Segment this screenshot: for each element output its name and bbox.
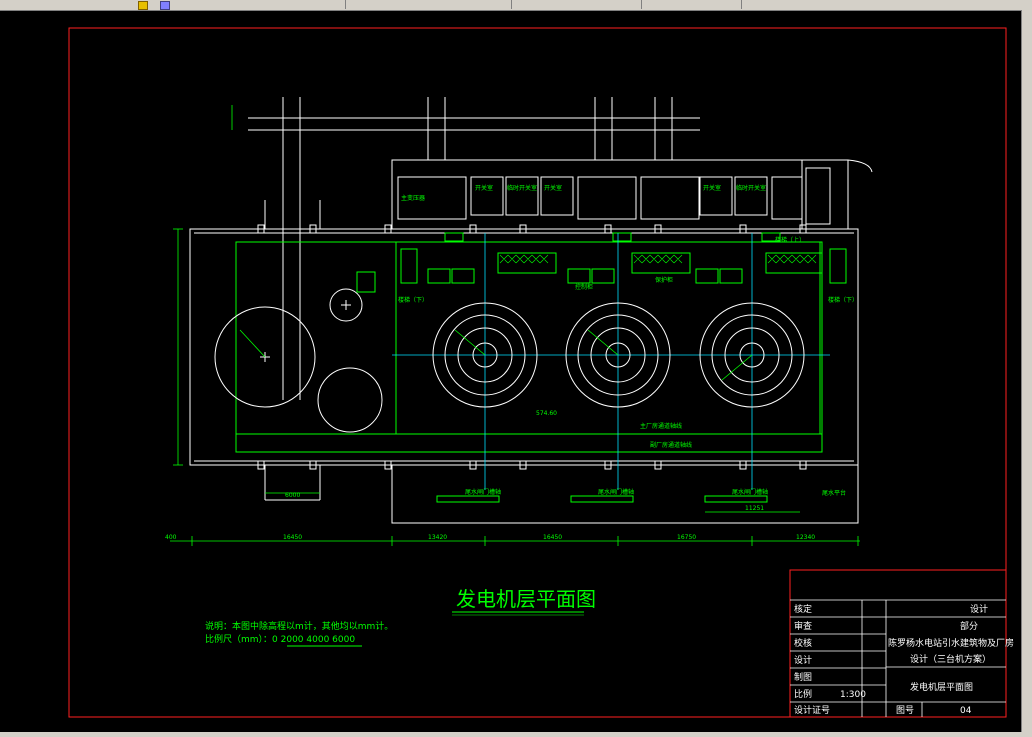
document-tabs-bar [0, 0, 1032, 11]
drawing-title: 发电机层平面图 [456, 587, 596, 611]
project-name: 陈罗杨水电站引水建筑物及厂房 [888, 637, 1014, 649]
drawing-number-label: 图号 [896, 705, 914, 716]
title-block: 核定 审查 校核 设计 制图 比例 1:300 设计证号 设计 部分 陈罗杨水电… [789, 569, 1014, 718]
label-tail-platform: 尾水平台 [822, 489, 846, 497]
hatch-pattern [499, 254, 817, 264]
generator-unit-3[interactable] [699, 302, 805, 408]
label-lighting-switch: 临时开关室 [507, 184, 537, 192]
assembly-circle-crane [329, 288, 363, 322]
label-aisle-axis: 主厂房通道轴线 [640, 422, 682, 430]
dimension-lines [170, 105, 860, 546]
label-switch-room: 开关室 [703, 184, 721, 192]
label-stair-down: 楼梯（下） [828, 296, 858, 304]
label-elevation: 574.60 [536, 410, 557, 417]
document-tab[interactable] [642, 0, 742, 9]
title-block-label: 校核 [794, 637, 812, 649]
dim-text: 16450 [543, 534, 562, 541]
status-strip [0, 732, 1032, 737]
label-aisle-axis: 副厂房通道轴线 [650, 441, 692, 449]
title-block-design: 设计 [970, 603, 988, 615]
title-block-label: 审查 [794, 620, 812, 632]
dim-text: 12340 [796, 534, 815, 541]
unit-centerlines [392, 233, 830, 490]
label-main-transformer: 主变压器 [401, 194, 425, 202]
cad-drawing-canvas[interactable]: 主变压器 开关室 临时开关室 开关室 开关室 临时开关室 楼梯（下） 楼梯（下）… [0, 10, 1021, 732]
dim-text: 400 [165, 534, 177, 541]
assembly-circle-small [317, 367, 383, 433]
label-cabinet: 控制柜 [575, 283, 593, 291]
label-lighting-switch: 临时开关室 [736, 184, 766, 192]
dim-text: 6000 [285, 492, 300, 499]
drawing-labels: 主变压器 开关室 临时开关室 开关室 开关室 临时开关室 楼梯（下） 楼梯（下）… [165, 184, 858, 541]
project-name-sub: 设计（三台机方案） [910, 653, 991, 665]
dim-text: 16750 [677, 534, 696, 541]
label-cabinet: 保护柜 [655, 276, 673, 284]
title-block-label: 比例 [794, 688, 812, 700]
label-stair-down: 楼梯（下） [398, 296, 428, 304]
dim-text: 13420 [428, 534, 447, 541]
drawing-note: 说明：本图中除高程以m计，其他均以mm计。 [205, 620, 393, 632]
hall-axes [235, 232, 847, 503]
radius-leaders [239, 329, 753, 381]
label-switch-room: 开关室 [544, 184, 562, 192]
title-block-label: 制图 [794, 671, 812, 683]
scale-note: 比例尺（mm）：0 2000 4000 6000 [205, 633, 355, 645]
drawing-number: 04 [960, 706, 972, 716]
generator-unit-2[interactable] [565, 302, 671, 408]
dim-text: 11251 [745, 505, 764, 512]
building-outline [189, 97, 873, 524]
document-tab[interactable] [512, 0, 642, 9]
dim-text: 16450 [283, 534, 302, 541]
vertical-scrollbar[interactable] [1021, 10, 1032, 732]
title-block-part: 部分 [960, 620, 978, 632]
scale-value: 1:300 [840, 690, 866, 700]
title-block-label: 核定 [794, 603, 812, 615]
label-gate-slot: 尾水闸门槽轴 [598, 488, 634, 496]
assembly-circle-large [214, 306, 316, 408]
label-gate-slot: 尾水闸门槽轴 [732, 488, 768, 496]
sheet-border [68, 27, 1007, 718]
generator-unit-1[interactable] [432, 302, 538, 408]
wall-columns [257, 224, 807, 470]
title-block-label: 设计 [794, 654, 812, 666]
label-stair-up: 楼梯（上） [775, 236, 805, 244]
toolbar-icon[interactable] [160, 1, 170, 10]
document-tab[interactable] [186, 0, 346, 9]
toolbar-icon[interactable] [138, 1, 148, 10]
title-block-label: 设计证号 [794, 704, 830, 716]
generator-units [214, 288, 805, 433]
document-tab[interactable] [346, 0, 512, 9]
label-gate-slot: 尾水闸门槽轴 [465, 488, 501, 496]
drawing-name: 发电机层平面图 [910, 681, 973, 693]
label-switch-room: 开关室 [475, 184, 493, 192]
